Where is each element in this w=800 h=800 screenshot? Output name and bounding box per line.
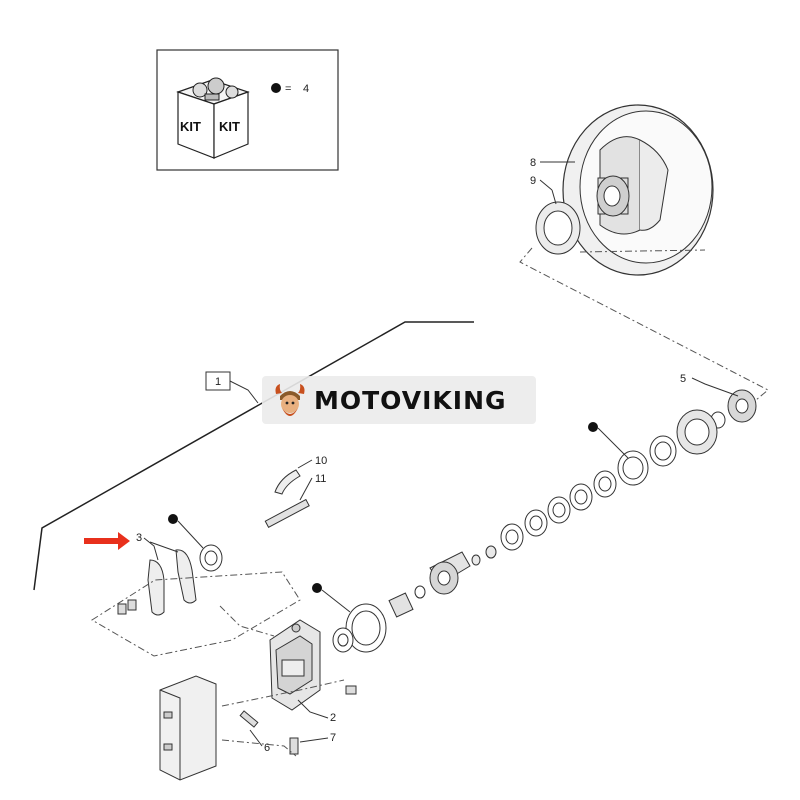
callout-1: 1: [215, 376, 221, 388]
frame-outline: [33, 321, 474, 591]
red-arrow-icon: [84, 532, 130, 550]
kit-count: 4: [303, 83, 309, 95]
leader-line: [539, 179, 553, 191]
kit-box-icon: KIT KIT: [176, 77, 250, 159]
viking-logo-icon: [275, 384, 305, 416]
kit-bullet-dot-icon: [168, 514, 178, 524]
callout-3: 3: [136, 532, 142, 544]
kit-label-left: KIT: [180, 119, 201, 134]
brake-pad: [159, 675, 217, 781]
bullet-dot-icon: [271, 83, 281, 93]
bolt: [239, 710, 259, 728]
shaft-washer-stack: [332, 389, 757, 653]
callout-8: 8: [530, 157, 536, 169]
watermark-brand-text: MOTOVIKING: [314, 385, 507, 415]
callout-5: 5: [680, 373, 686, 385]
caliper-body: [269, 619, 357, 711]
dashed-group-outline: [91, 571, 301, 657]
callout-7: 7: [330, 732, 336, 744]
dashed-alignment-line: [221, 679, 345, 707]
kit-label-right: KIT: [219, 119, 240, 134]
motoviking-watermark: MOTOVIKING: [262, 376, 536, 424]
callout-10: 10: [315, 455, 327, 467]
callout-9: 9: [530, 175, 536, 187]
dashed-alignment-line: [519, 247, 769, 401]
dashed-alignment-line: [221, 739, 297, 757]
dashed-alignment-line: [219, 605, 275, 637]
kit-bullet-dot-icon: [312, 583, 322, 593]
kit-legend-box: KIT KIT = 4: [156, 49, 339, 171]
pulley-drum: [562, 104, 714, 276]
callout-6: 6: [264, 742, 270, 754]
oil-seal: [535, 201, 581, 255]
callout-2: 2: [330, 712, 336, 724]
kit-bullet-dot-icon: [588, 422, 598, 432]
callout-11: 11: [315, 473, 326, 485]
pin-and-clip: [264, 469, 310, 529]
brake-shoe-group: [117, 544, 223, 616]
kit-equals: =: [285, 83, 291, 95]
